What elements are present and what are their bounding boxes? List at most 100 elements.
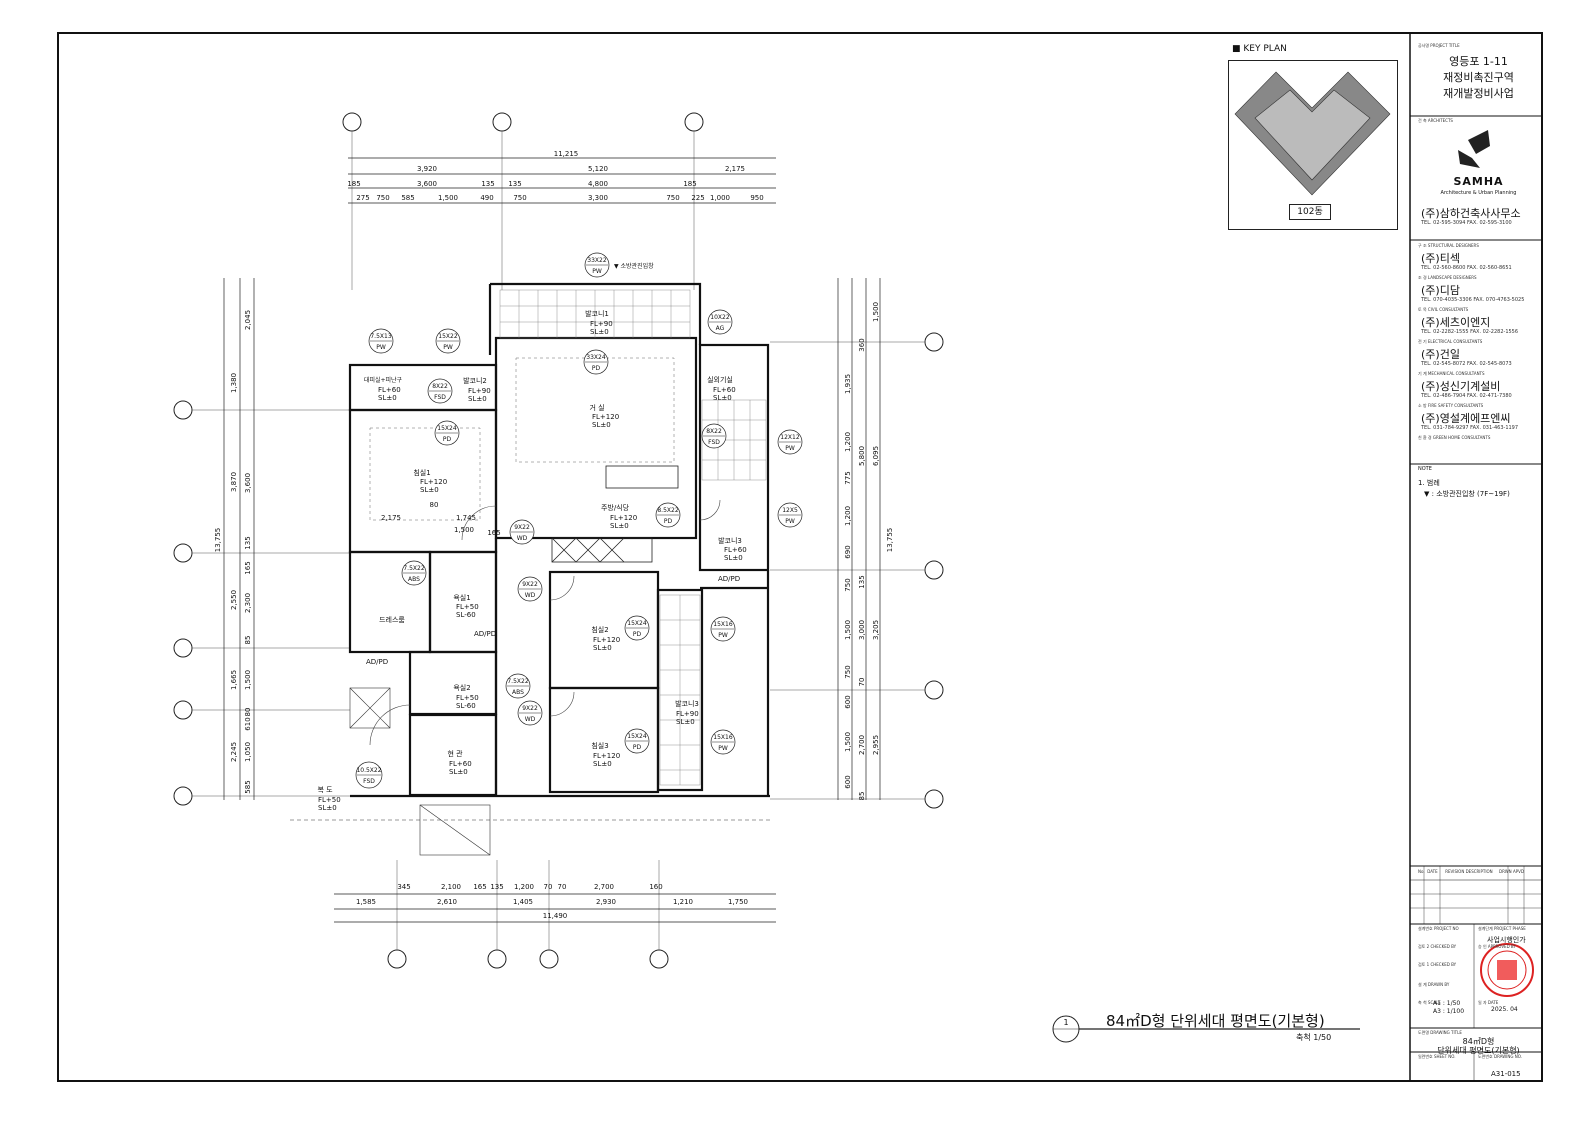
svg-text:1,210: 1,210 bbox=[673, 898, 693, 906]
room-label: 침실3 bbox=[591, 741, 608, 750]
svg-text:85: 85 bbox=[858, 792, 866, 801]
svg-text:2,175: 2,175 bbox=[381, 514, 401, 522]
title-block-rules bbox=[1410, 115, 1542, 1081]
svg-text:PW: PW bbox=[785, 518, 795, 525]
consultant-name: (주)디담 bbox=[1421, 284, 1460, 297]
svg-text:WD: WD bbox=[517, 535, 528, 542]
svg-text:15X24: 15X24 bbox=[437, 425, 457, 432]
svg-text:135: 135 bbox=[858, 575, 866, 588]
svg-text:1,200: 1,200 bbox=[514, 883, 534, 891]
adpd-label: AD/PD bbox=[366, 658, 388, 666]
key-plan-box: 102동 bbox=[1228, 60, 1398, 230]
samha-wordmark: SAMHA bbox=[1453, 175, 1504, 188]
note-legend: 1. 범례 bbox=[1418, 479, 1440, 487]
room-label: 발코니3 bbox=[675, 699, 699, 708]
svg-text:AG: AG bbox=[716, 325, 725, 332]
title-block: 공사명 PROJECT TITLE 영등포 1-11 재정비촉진구역 재개발정비… bbox=[1415, 42, 1542, 1088]
svg-text:8X22: 8X22 bbox=[706, 428, 722, 435]
svg-text:135: 135 bbox=[490, 883, 503, 891]
svg-text:33X22: 33X22 bbox=[587, 257, 607, 264]
samha-logo-mark bbox=[1458, 130, 1490, 168]
svg-text:PD: PD bbox=[592, 365, 601, 372]
svg-text:750: 750 bbox=[844, 665, 852, 678]
svg-text:7.5X22: 7.5X22 bbox=[403, 565, 424, 572]
svg-text:15X16: 15X16 bbox=[713, 734, 733, 741]
architect-name: (주)삼하건축사사무소 bbox=[1421, 207, 1521, 220]
consultant-name: (주)세츠이엔지 bbox=[1421, 316, 1491, 329]
svg-text:1,500: 1,500 bbox=[844, 732, 852, 752]
svg-text:SL±0: SL±0 bbox=[590, 328, 609, 336]
room-label: 주방/식당 bbox=[601, 503, 630, 512]
svg-text:610: 610 bbox=[244, 717, 252, 730]
consultant-name: (주)영설계에프엔씨 bbox=[1421, 412, 1511, 425]
svg-text:FL+50: FL+50 bbox=[456, 694, 479, 702]
svg-text:2,100: 2,100 bbox=[441, 883, 461, 891]
svg-text:SL±0: SL±0 bbox=[593, 644, 612, 652]
svg-text:165: 165 bbox=[473, 883, 486, 891]
svg-text:FL+60: FL+60 bbox=[449, 760, 472, 768]
sheet-border bbox=[57, 32, 1543, 1082]
svg-text:3,000: 3,000 bbox=[858, 620, 866, 640]
svg-text:FL+90: FL+90 bbox=[468, 387, 491, 395]
svg-text:2,955: 2,955 bbox=[872, 735, 880, 755]
note-item: ▼ : 소방관진입창 (7F~19F) bbox=[1424, 490, 1510, 498]
room-label: 복 도 bbox=[317, 786, 333, 794]
room-label: 실외기실 bbox=[707, 375, 733, 384]
svg-text:1,200: 1,200 bbox=[844, 432, 852, 452]
svg-text:585: 585 bbox=[244, 780, 252, 793]
svg-text:2,610: 2,610 bbox=[437, 898, 457, 906]
svg-text:1,380: 1,380 bbox=[230, 373, 238, 393]
svg-text:3,600: 3,600 bbox=[417, 180, 437, 188]
svg-text:FL+60: FL+60 bbox=[713, 386, 736, 394]
drawing-scale: 축척 1/50 bbox=[1296, 1033, 1332, 1042]
key-plan-drawing bbox=[1234, 71, 1391, 196]
svg-text:3,600: 3,600 bbox=[244, 473, 252, 493]
svg-text:165: 165 bbox=[487, 529, 500, 537]
kitchen-counter bbox=[551, 465, 679, 563]
svg-text:FL+50: FL+50 bbox=[456, 603, 479, 611]
svg-text:1,000: 1,000 bbox=[710, 194, 730, 202]
svg-text:FL+50: FL+50 bbox=[318, 796, 341, 804]
svg-text:750: 750 bbox=[376, 194, 389, 202]
svg-text:FL+90: FL+90 bbox=[676, 710, 699, 718]
svg-text:SL±0: SL±0 bbox=[676, 718, 695, 726]
svg-text:1,405: 1,405 bbox=[513, 898, 533, 906]
svg-text:4,800: 4,800 bbox=[588, 180, 608, 188]
svg-text:PD: PD bbox=[633, 631, 642, 638]
room-label: 발코니1 bbox=[585, 309, 609, 318]
svg-text:8X22: 8X22 bbox=[432, 383, 448, 390]
svg-text:FL+120: FL+120 bbox=[610, 514, 637, 522]
svg-text:SL±0: SL±0 bbox=[318, 804, 337, 812]
svg-text:15X24: 15X24 bbox=[627, 620, 647, 627]
dimension-text-vertical: 13,755 3,870 2,550 1,665 2,245 2,045 1,3… bbox=[214, 302, 894, 800]
svg-text:690: 690 bbox=[844, 545, 852, 558]
svg-text:FSD: FSD bbox=[363, 778, 375, 785]
svg-text:2,245: 2,245 bbox=[230, 742, 238, 762]
svg-text:3,300: 3,300 bbox=[588, 194, 608, 202]
svg-text:SL±0: SL±0 bbox=[378, 394, 397, 402]
scale-a3: A3 : 1/100 bbox=[1433, 1008, 1465, 1015]
svg-text:2,930: 2,930 bbox=[596, 898, 616, 906]
svg-text:3,870: 3,870 bbox=[230, 472, 238, 492]
svg-text:SL±0: SL±0 bbox=[592, 421, 611, 429]
svg-text:FL+60: FL+60 bbox=[378, 386, 401, 394]
svg-text:585: 585 bbox=[401, 194, 414, 202]
svg-text:750: 750 bbox=[844, 578, 852, 591]
svg-text:135: 135 bbox=[481, 180, 494, 188]
svg-text:1,500: 1,500 bbox=[872, 302, 880, 322]
svg-text:9X22: 9X22 bbox=[514, 524, 530, 531]
svg-text:185: 185 bbox=[347, 180, 360, 188]
adpd-label: AD/PD bbox=[474, 630, 496, 638]
svg-text:160: 160 bbox=[649, 883, 662, 891]
svg-text:7.5X13: 7.5X13 bbox=[370, 333, 391, 340]
